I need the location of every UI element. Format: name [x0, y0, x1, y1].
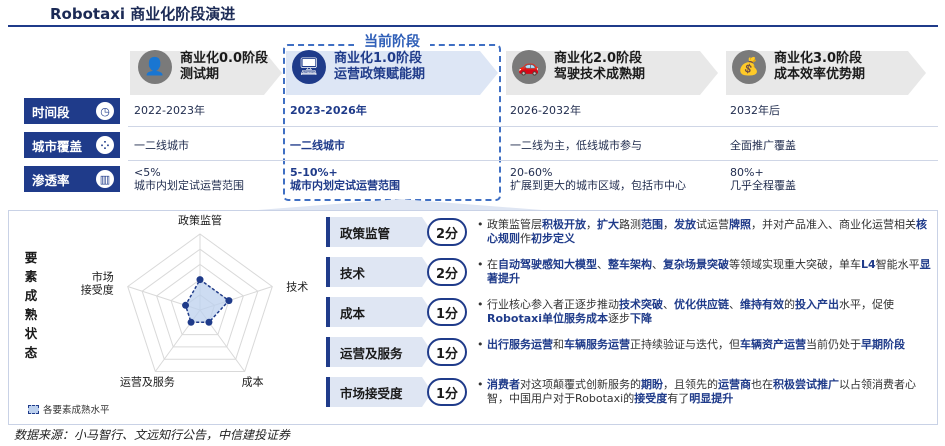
radar-legend: 各要素成熟水平	[28, 402, 110, 416]
radar-axis-label: 技术	[286, 281, 308, 294]
factor-description: 行业核心参入者正逐步推动技术突破、优化供应链、维持有效的投入产出水平，促使Rob…	[477, 298, 937, 326]
radar-point	[196, 276, 204, 284]
factor-label: 技术	[326, 257, 432, 287]
presenter-icon: 👤	[138, 50, 172, 84]
factor-description: 消费者对这项颠覆式创新服务的期盼，且领先的运营商也在积极尝试推广以占领消费者心智…	[477, 378, 937, 406]
radar-axis-label: 市场接受度	[81, 270, 114, 297]
cell-city-0: 一二线城市	[134, 139, 189, 152]
data-source: 数据来源：小马智行、文远知行公告，中信建投证券	[14, 428, 291, 442]
stage-3: 💰 商业化3.0阶段成本效率优势期	[732, 50, 865, 84]
cell-time-3: 2032年后	[730, 104, 780, 117]
legend-swatch	[28, 404, 39, 414]
radar-point	[225, 297, 233, 305]
row-divider	[128, 160, 938, 161]
radar-point	[205, 318, 213, 326]
radar-series-polygon	[184, 278, 231, 324]
factor-score: 1分	[427, 298, 467, 326]
row-divider	[128, 126, 938, 127]
factor-label: 成本	[326, 297, 432, 327]
money-icon: 💰	[732, 50, 766, 84]
radar-axis-label: 政策监管	[178, 213, 222, 227]
row-label-time: 时间段◷	[24, 98, 120, 124]
stage-1: 🖥 商业化1.0阶段运营政策赋能期	[292, 50, 425, 84]
section-divider	[8, 199, 938, 211]
bar-chart-icon: ▥	[96, 170, 114, 188]
clock-icon: ◷	[96, 102, 114, 120]
radar-point	[182, 301, 190, 309]
cell-time-0: 2022-2023年	[134, 104, 205, 117]
cell-time-2: 2026-2032年	[510, 104, 581, 117]
stage-0: 👤 商业化0.0阶段测试期	[138, 50, 268, 84]
factor-description: 政策监管层积极开放，扩大路测范围，发放试运营牌照，并对产品准入、商业化运营相关核…	[477, 218, 937, 246]
factor-label: 政策监管	[326, 217, 432, 247]
cell-time-1: 2023-2026年	[290, 104, 367, 117]
factor-score: 1分	[427, 378, 467, 406]
radar-axis-label: 运营及服务	[120, 374, 175, 388]
factor-score: 2分	[427, 218, 467, 246]
factor-label: 市场接受度	[326, 377, 432, 407]
row-label-city: 城市覆盖⁘	[24, 132, 120, 158]
cell-pen-3: 80%+几乎全程覆盖	[730, 166, 796, 192]
factor-description: 出行服务运营和车辆服务运营正持续验证与迭代，但车辆资产运营当前仍处于早期阶段	[477, 338, 937, 352]
factor-label: 运营及服务	[326, 337, 432, 367]
title-rule	[8, 25, 938, 27]
cell-pen-2: 20-60%扩展到更大的城市区域，包括市中心	[510, 166, 686, 192]
factor-description: 在自动驾驶感知大模型、整车架构、复杂场景突破等领域实现重大突破，单车L4智能水平…	[477, 258, 937, 286]
monitor-icon: 🖥	[292, 50, 326, 84]
cell-city-2: 一二线为主，低线城市参与	[510, 139, 642, 152]
factor-score: 1分	[427, 338, 467, 366]
cell-city-3: 全面推广覆盖	[730, 139, 796, 152]
stage-2: 🚗 商业化2.0阶段驾驶技术成熟期	[512, 50, 645, 84]
factor-score: 2分	[427, 258, 467, 286]
radar-grid-ring	[141, 248, 259, 360]
car-icon: 🚗	[512, 50, 546, 84]
radar-grid-ring	[127, 233, 273, 372]
vertical-label: 要素成熟状态	[24, 250, 38, 360]
radar-grid-ring	[156, 263, 244, 348]
row-label-penetration: 渗透率▥	[24, 166, 120, 192]
cell-pen-0: <5%城市内划定试运营范围	[134, 166, 244, 192]
network-icon: ⁘	[96, 136, 114, 154]
radar-point	[187, 318, 195, 326]
cell-pen-1: 5-10%+城市内划定试运营范围	[290, 166, 400, 192]
radar-axis-label: 成本	[242, 374, 264, 388]
current-stage-label: 当前阶段	[283, 31, 501, 51]
page-title: Robotaxi 商业化阶段演进	[50, 5, 236, 23]
cell-city-1: 一二线城市	[290, 139, 345, 152]
radar-grid-ring	[170, 278, 230, 336]
